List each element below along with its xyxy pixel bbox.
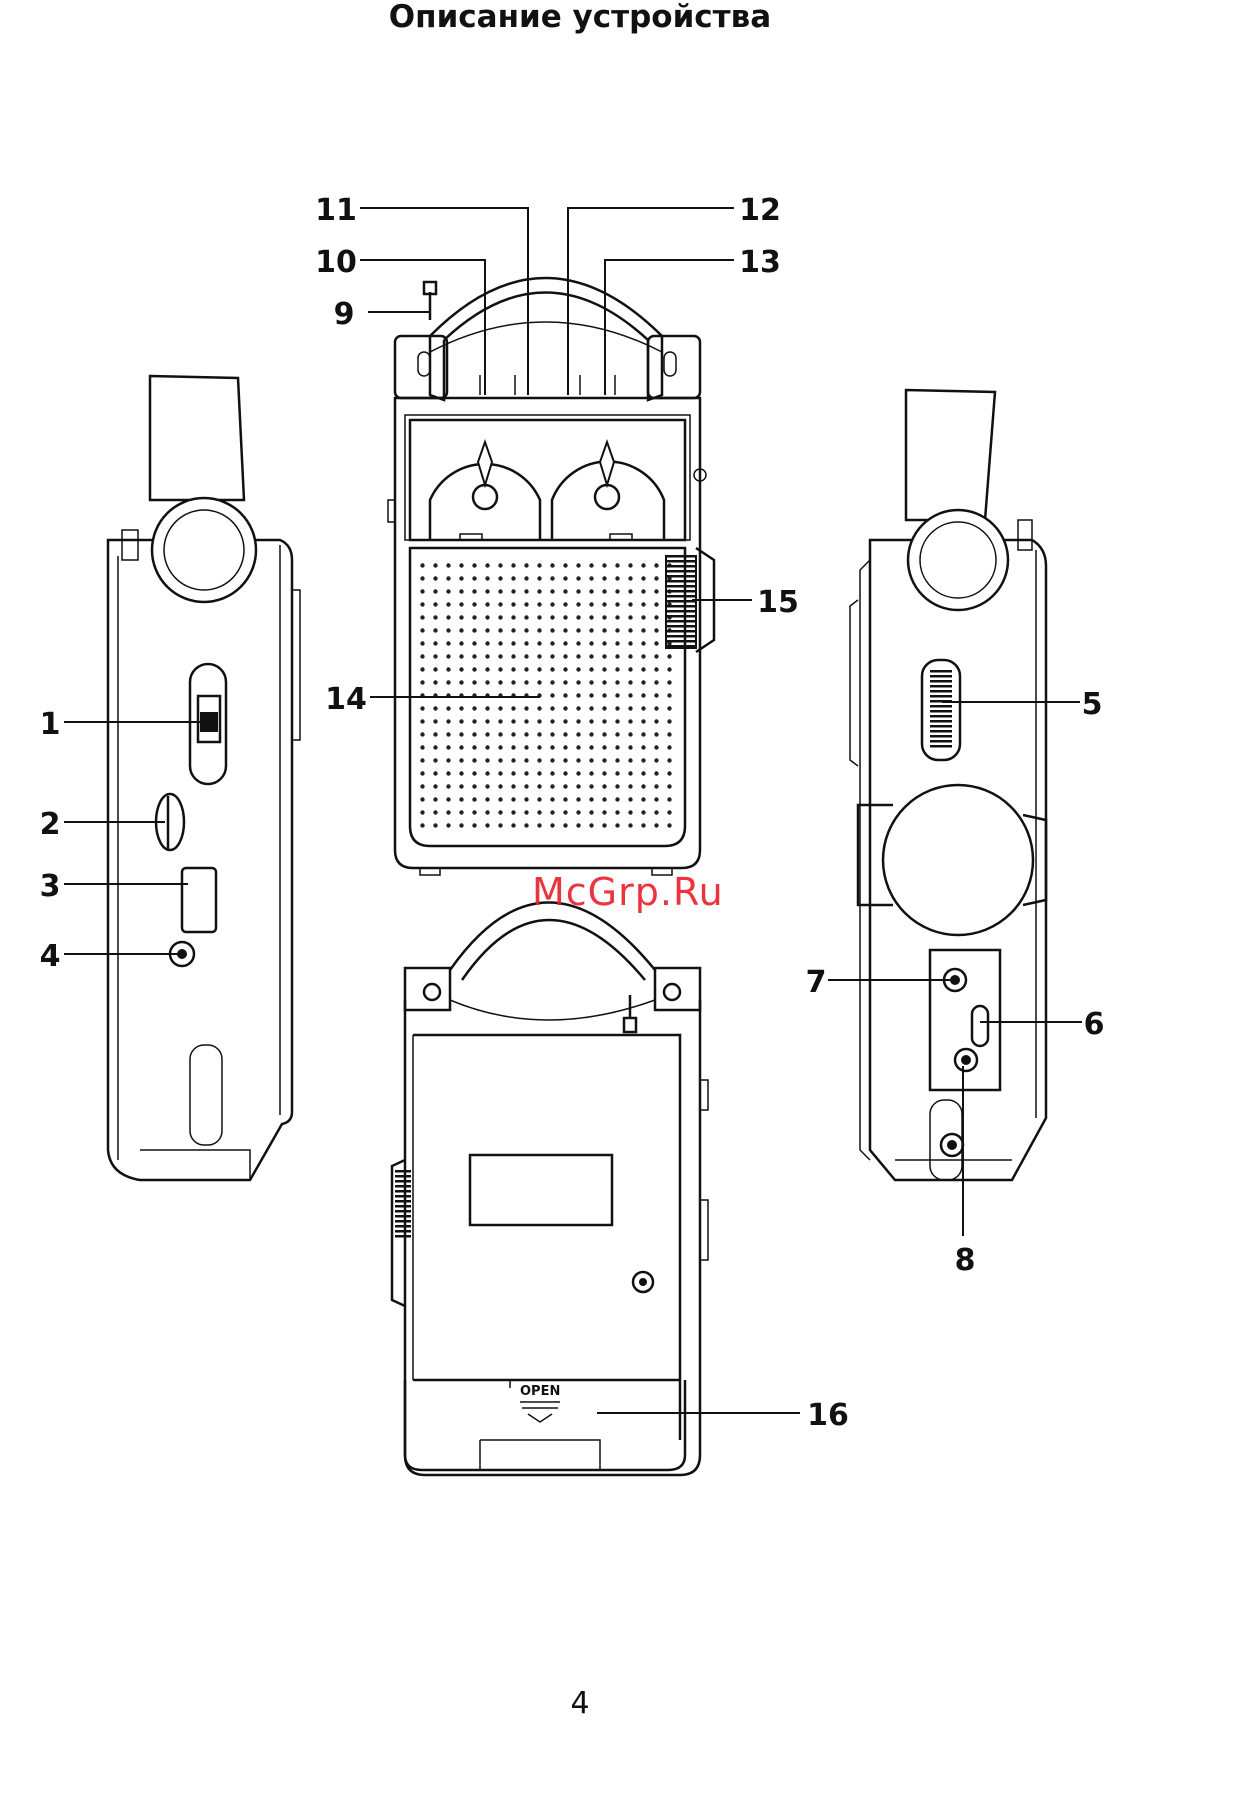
callout-10: 10 (315, 245, 357, 280)
callout-7: 7 (806, 965, 827, 1000)
back-view: OPEN (392, 903, 708, 1476)
callout-8: 8 (955, 1243, 976, 1278)
callout-13: 13 (739, 245, 781, 280)
callout-4: 4 (40, 939, 61, 974)
callout-14: 14 (325, 682, 367, 717)
callout-6: 6 (1084, 1007, 1105, 1042)
callout-16: 16 (807, 1398, 849, 1433)
left-side-view (108, 376, 300, 1180)
callout-1: 1 (40, 707, 61, 742)
callout-2: 2 (40, 807, 61, 842)
callout-15: 15 (757, 585, 799, 620)
callout-3: 3 (40, 869, 61, 904)
right-side-view (850, 390, 1046, 1180)
page-number: 4 (0, 1686, 1160, 1721)
callout-5: 5 (1082, 687, 1103, 722)
front-view (388, 278, 714, 875)
callout-9: 9 (334, 297, 355, 332)
open-label: OPEN (520, 1384, 560, 1399)
callout-12: 12 (739, 193, 781, 228)
callout-11: 11 (315, 193, 357, 228)
watermark-text: McGrp.Ru (532, 870, 724, 914)
